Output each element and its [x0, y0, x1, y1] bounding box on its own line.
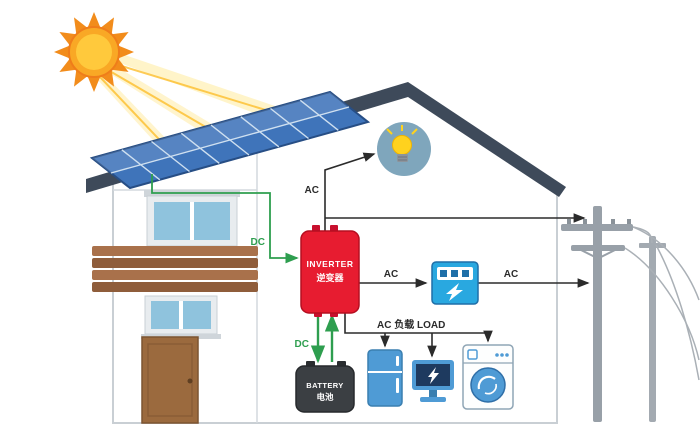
- washing-machine-icon: [462, 344, 514, 410]
- monitor-icon: [412, 360, 454, 402]
- label-ac-load: AC 负载 LOAD: [377, 318, 445, 331]
- solar-panel-icon: [89, 90, 371, 190]
- label-dc-battery: DC: [295, 339, 309, 350]
- label-ac-meter: AC: [384, 269, 398, 280]
- battery-icon: BATTERY 电池: [295, 361, 355, 413]
- power-pole-icon: [561, 206, 700, 422]
- battery-label-zh: 电池: [316, 392, 334, 402]
- door-handle: [187, 378, 193, 384]
- ac-line-inverter-bulb: [324, 152, 376, 231]
- flow-lines: [151, 152, 590, 364]
- ac-load-bus: [344, 313, 488, 334]
- sun-icon: [54, 12, 134, 92]
- label-ac-grid: AC: [504, 269, 518, 280]
- light-bulb-icon: [377, 122, 431, 176]
- inverter-icon: INVERTER 逆变器: [300, 225, 360, 317]
- door-icon: [141, 336, 199, 424]
- label-dc-panels: DC: [251, 237, 265, 248]
- battery-label-en: BATTERY: [306, 381, 343, 390]
- label-ac-bulb: AC: [305, 185, 319, 196]
- electric-meter-icon: [431, 261, 479, 305]
- lightning-bolt-icon: [446, 283, 463, 301]
- window-lower-icon: [141, 295, 221, 339]
- power-wires: [624, 226, 700, 381]
- inverter-label-en: INVERTER: [307, 259, 354, 269]
- panel-grid: [110, 99, 350, 181]
- dc-line-panels-inverter: [151, 174, 299, 264]
- balcony-icon: [92, 246, 258, 292]
- window-upper-icon: [144, 190, 240, 247]
- screen-bolt-icon: [428, 367, 439, 384]
- refrigerator-icon: [367, 349, 403, 407]
- inverter-label-zh: 逆变器: [316, 272, 344, 283]
